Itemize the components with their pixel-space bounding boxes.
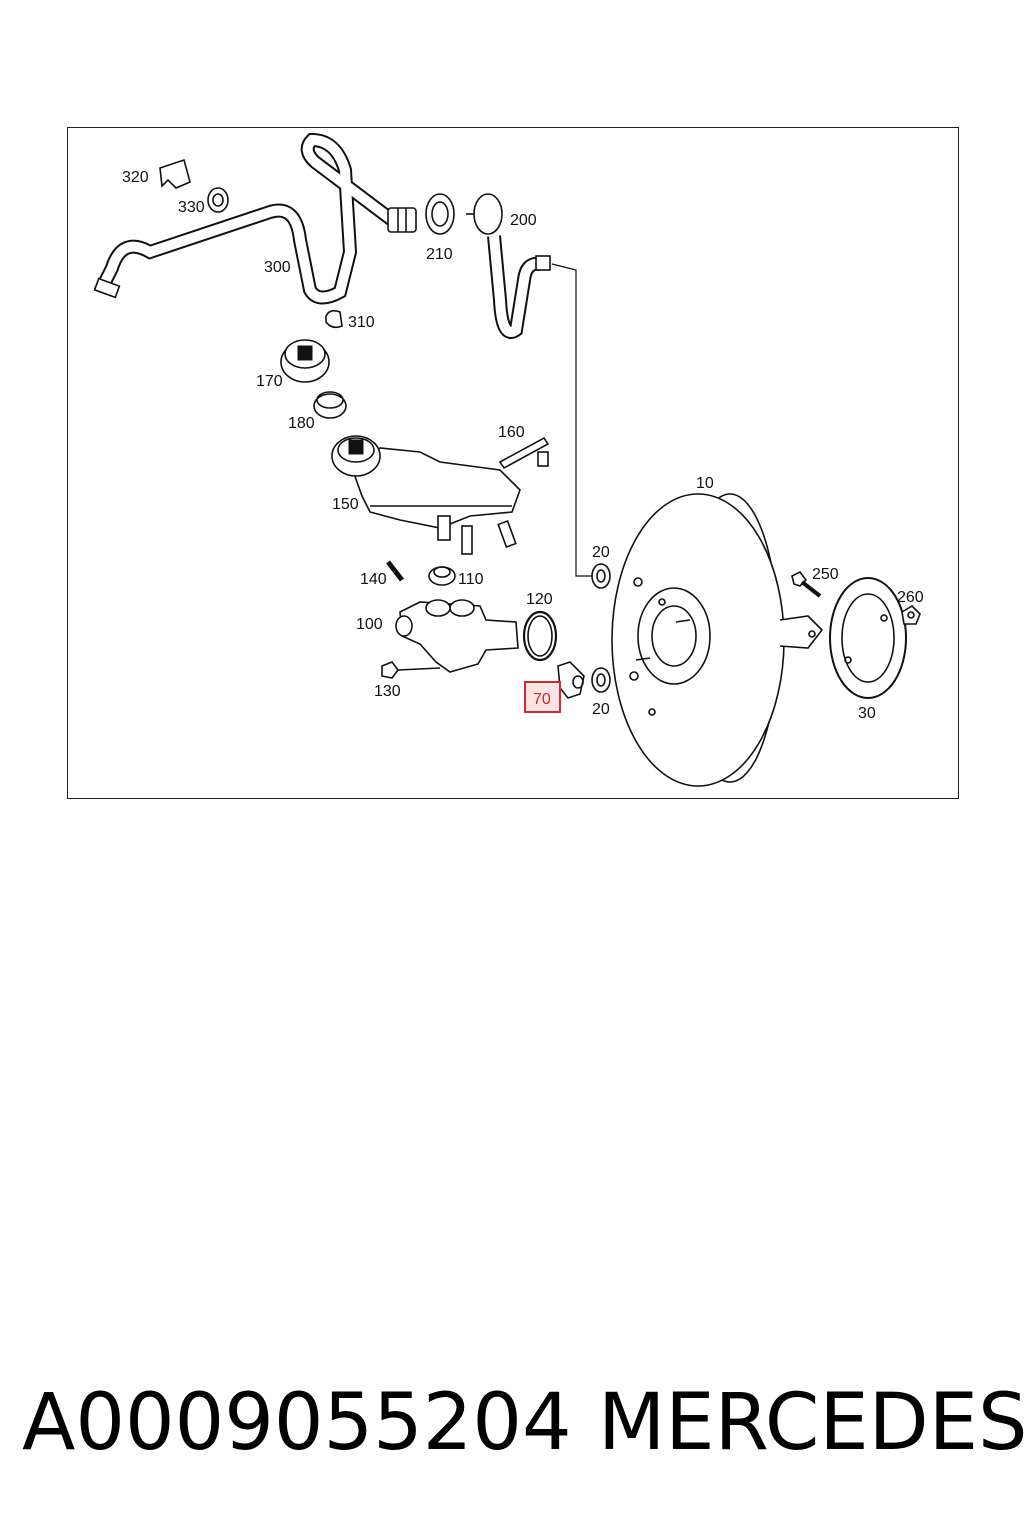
master-cylinder-100	[395, 599, 519, 673]
callout-130: 130	[374, 683, 401, 700]
callout-260: 260	[897, 589, 924, 606]
gasket-30	[829, 577, 907, 699]
callout-20-lower: 20	[592, 701, 610, 718]
clip-320	[159, 158, 191, 189]
clip-310	[325, 309, 343, 329]
callout-250: 250	[812, 566, 839, 583]
grommet-20-lower	[591, 667, 611, 693]
o-ring-120	[522, 610, 558, 662]
level-sensor-160	[498, 436, 550, 470]
bolt-250	[791, 570, 822, 598]
nut-130	[381, 661, 399, 679]
diagram-frame	[67, 127, 959, 799]
callout-100: 100	[356, 616, 383, 633]
callout-170: 170	[256, 373, 283, 390]
callout-320: 320	[122, 169, 149, 186]
callout-180: 180	[288, 415, 315, 432]
callout-200: 200	[510, 212, 537, 229]
callout-310: 310	[348, 314, 375, 331]
callout-120: 120	[526, 591, 553, 608]
part-number-text: A0009055204	[22, 1378, 572, 1468]
callout-140: 140	[360, 571, 387, 588]
vacuum-sensor-70	[557, 661, 585, 699]
check-valve-200	[466, 193, 594, 577]
highlight-box-70	[524, 681, 561, 713]
callout-20-upper: 20	[592, 544, 610, 561]
ring-180	[313, 391, 347, 419]
clip-330	[207, 187, 229, 213]
grommet-210	[425, 193, 455, 235]
grommet-20-upper	[591, 563, 611, 589]
callout-30: 30	[858, 705, 876, 722]
fluid-reservoir-150	[331, 435, 521, 555]
callout-110: 110	[458, 571, 484, 588]
cap-170	[280, 339, 330, 383]
pin-140	[386, 560, 404, 582]
callout-10: 10	[696, 475, 714, 492]
callout-330: 330	[178, 199, 205, 216]
brake-booster-10	[611, 493, 824, 787]
vacuum-hose-300	[93, 132, 417, 305]
callout-210: 210	[426, 246, 453, 263]
seal-110	[428, 566, 456, 586]
nut-260	[901, 604, 921, 625]
callout-150: 150	[332, 496, 359, 513]
callout-300: 300	[264, 259, 291, 276]
caption-bar: A0009055204 MERCEDES	[0, 1368, 1024, 1478]
brand-name-text: MERCEDES	[598, 1378, 1024, 1468]
callout-160: 160	[498, 424, 525, 441]
callout-70: 70	[533, 691, 551, 708]
